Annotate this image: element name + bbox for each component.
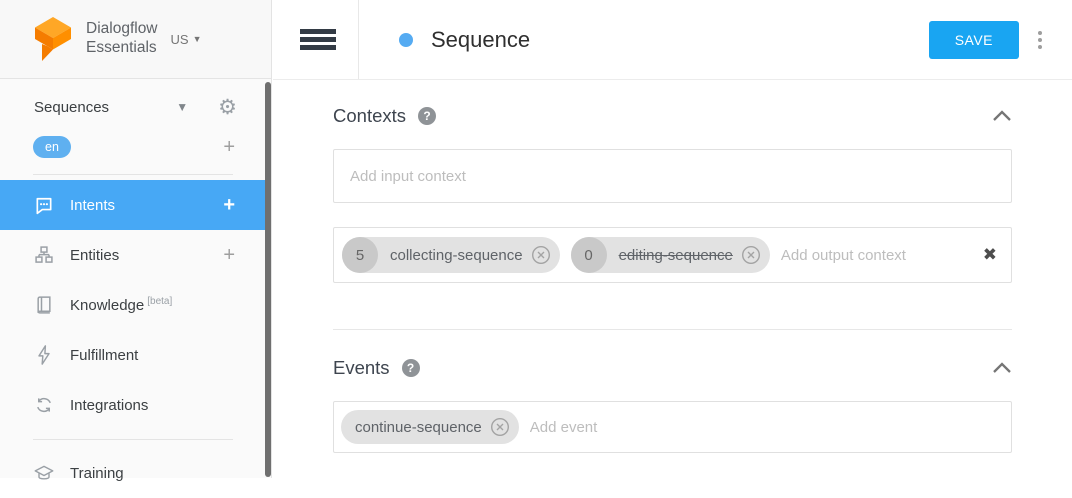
- remove-event-icon[interactable]: [490, 417, 510, 437]
- add-intent-button[interactable]: +: [223, 193, 235, 216]
- intent-editor: Contexts ? 5 collecting-sequence: [273, 105, 1072, 453]
- add-input-context-input[interactable]: [350, 167, 995, 185]
- sidebar-nav: Sequences ▼ ⚙ en + Intents +: [0, 79, 271, 482]
- context-name: editing-sequence: [618, 246, 733, 264]
- agent-selector-row: Sequences ▼ ⚙: [0, 88, 271, 126]
- sidebar-item-intents[interactable]: Intents +: [0, 180, 271, 230]
- sidebar-item-label: Integrations: [70, 396, 149, 414]
- input-context-field: [333, 149, 1012, 203]
- lightning-bolt-icon: [34, 345, 54, 365]
- remove-context-icon[interactable]: [741, 245, 761, 265]
- chat-bubble-icon: [34, 195, 54, 215]
- agent-settings-gear-icon[interactable]: ⚙: [218, 95, 237, 119]
- page-title: Sequence: [431, 26, 531, 52]
- sidebar-item-label: Intents: [70, 196, 116, 214]
- remove-context-icon[interactable]: [531, 245, 551, 265]
- clear-all-contexts-icon[interactable]: ✖: [982, 245, 997, 264]
- intent-status-dot: [399, 32, 413, 47]
- contexts-header: Contexts ?: [333, 105, 1012, 127]
- agent-dropdown-icon[interactable]: ▼: [176, 100, 189, 114]
- sidebar-item-knowledge[interactable]: Knowledge[beta]: [0, 280, 271, 330]
- add-output-context-input[interactable]: [780, 246, 964, 264]
- chevron-down-icon: ▼: [192, 34, 202, 44]
- sidebar-item-label: Knowledge[beta]: [70, 296, 173, 314]
- language-chip[interactable]: en: [33, 136, 71, 158]
- output-context-field: 5 collecting-sequence 0 editing-sequence…: [333, 227, 1012, 283]
- sitemap-icon: [34, 245, 54, 265]
- events-header: Events ?: [333, 357, 1012, 379]
- sync-arrows-icon: [34, 395, 54, 415]
- beta-badge: [beta]: [147, 296, 173, 307]
- more-options-kebab-icon[interactable]: [1038, 30, 1042, 49]
- sidebar: Dialogflow Essentials US ▼ Sequences ▼ ⚙…: [0, 0, 272, 482]
- divider: [33, 439, 233, 440]
- add-event-input[interactable]: [529, 418, 997, 436]
- language-row: en +: [0, 126, 271, 168]
- dialogflow-logo-icon: [35, 17, 71, 61]
- graduation-cap-icon: [34, 463, 54, 483]
- context-name: collecting-sequence: [390, 246, 523, 264]
- save-button[interactable]: SAVE: [928, 20, 1019, 59]
- events-title: Events: [333, 357, 390, 378]
- events-section: Events ? continue-sequence: [304, 357, 1041, 453]
- add-entity-button[interactable]: +: [223, 243, 235, 266]
- help-icon[interactable]: ?: [401, 359, 420, 377]
- sidebar-item-training[interactable]: Training: [0, 448, 271, 498]
- section-divider: [333, 329, 1012, 330]
- sidebar-item-label: Training: [70, 464, 124, 482]
- book-icon: [34, 295, 54, 315]
- events-field: continue-sequence: [333, 401, 1012, 453]
- menu-toggle[interactable]: [273, 0, 359, 79]
- context-lifespan[interactable]: 0: [570, 237, 607, 273]
- region-selector[interactable]: US ▼: [170, 31, 202, 47]
- event-name: continue-sequence: [355, 418, 482, 436]
- agent-name[interactable]: Sequences: [34, 98, 110, 116]
- help-icon[interactable]: ?: [418, 107, 437, 125]
- sidebar-header: Dialogflow Essentials US ▼: [0, 0, 271, 79]
- contexts-section: Contexts ? 5 collecting-sequence: [304, 105, 1041, 330]
- add-language-button[interactable]: +: [223, 135, 235, 158]
- collapse-chevron-up-icon[interactable]: [992, 362, 1012, 374]
- sidebar-scrollbar[interactable]: [265, 82, 271, 477]
- brand-name: Dialogflow Essentials: [86, 20, 158, 56]
- output-context-chip: 0 editing-sequence: [570, 237, 770, 273]
- context-lifespan[interactable]: 5: [342, 237, 378, 273]
- main-area: Sequence SAVE Contexts ? 5 collecting-se…: [273, 0, 1072, 478]
- collapse-chevron-up-icon[interactable]: [992, 110, 1012, 122]
- contexts-title: Contexts: [333, 105, 407, 126]
- hamburger-icon: [300, 29, 336, 50]
- sidebar-item-integrations[interactable]: Integrations: [0, 380, 271, 430]
- page-header: Sequence SAVE: [273, 0, 1072, 80]
- divider: [33, 174, 233, 175]
- event-chip: continue-sequence: [341, 410, 519, 444]
- sidebar-item-fulfillment[interactable]: Fulfillment: [0, 330, 271, 380]
- sidebar-item-label: Entities: [70, 246, 120, 264]
- sidebar-item-label: Fulfillment: [70, 346, 139, 364]
- intent-title-zone: Sequence: [399, 27, 530, 53]
- output-context-chip: 5 collecting-sequence: [342, 237, 560, 273]
- sidebar-item-entities[interactable]: Entities +: [0, 230, 271, 280]
